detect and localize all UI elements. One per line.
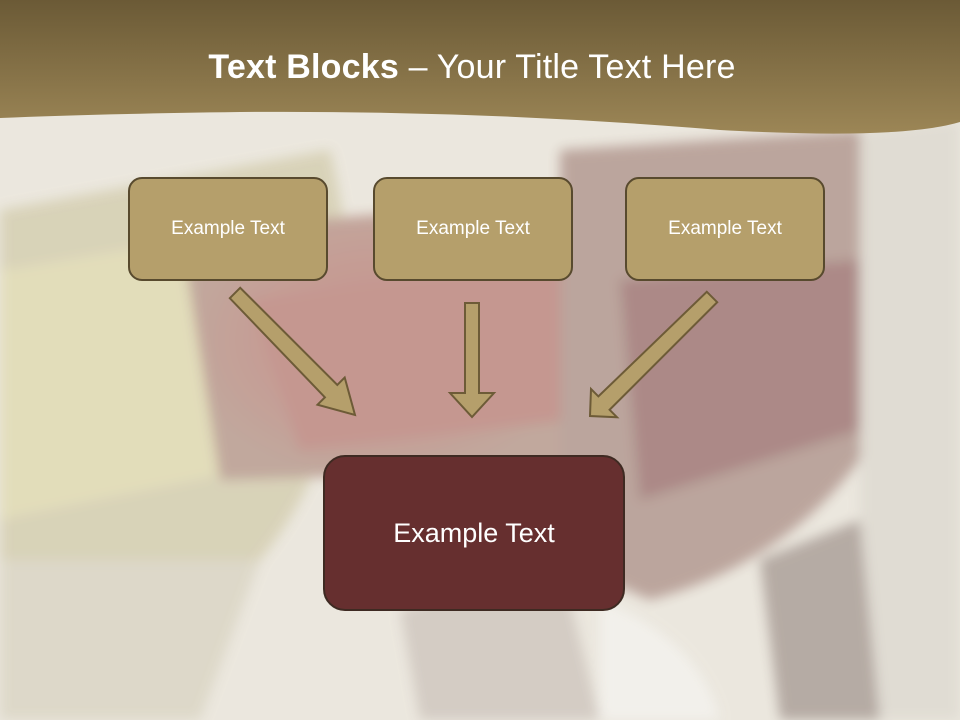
text-block-3[interactable]: Example Text [625, 177, 825, 281]
text-block-2[interactable]: Example Text [373, 177, 573, 281]
text-block-1[interactable]: Example Text [128, 177, 328, 281]
text-block-2-label: Example Text [416, 218, 530, 239]
slide-title: Text Blocks – Your Title Text Here [0, 48, 944, 87]
result-block[interactable]: Example Text [323, 455, 625, 611]
result-block-label: Example Text [393, 517, 555, 548]
title-bold-text: Text Blocks [208, 48, 399, 86]
text-block-3-label: Example Text [668, 218, 782, 239]
text-block-1-label: Example Text [171, 218, 285, 239]
title-dash: – [398, 48, 437, 86]
title-rest-text: Your Title Text Here [436, 48, 736, 86]
